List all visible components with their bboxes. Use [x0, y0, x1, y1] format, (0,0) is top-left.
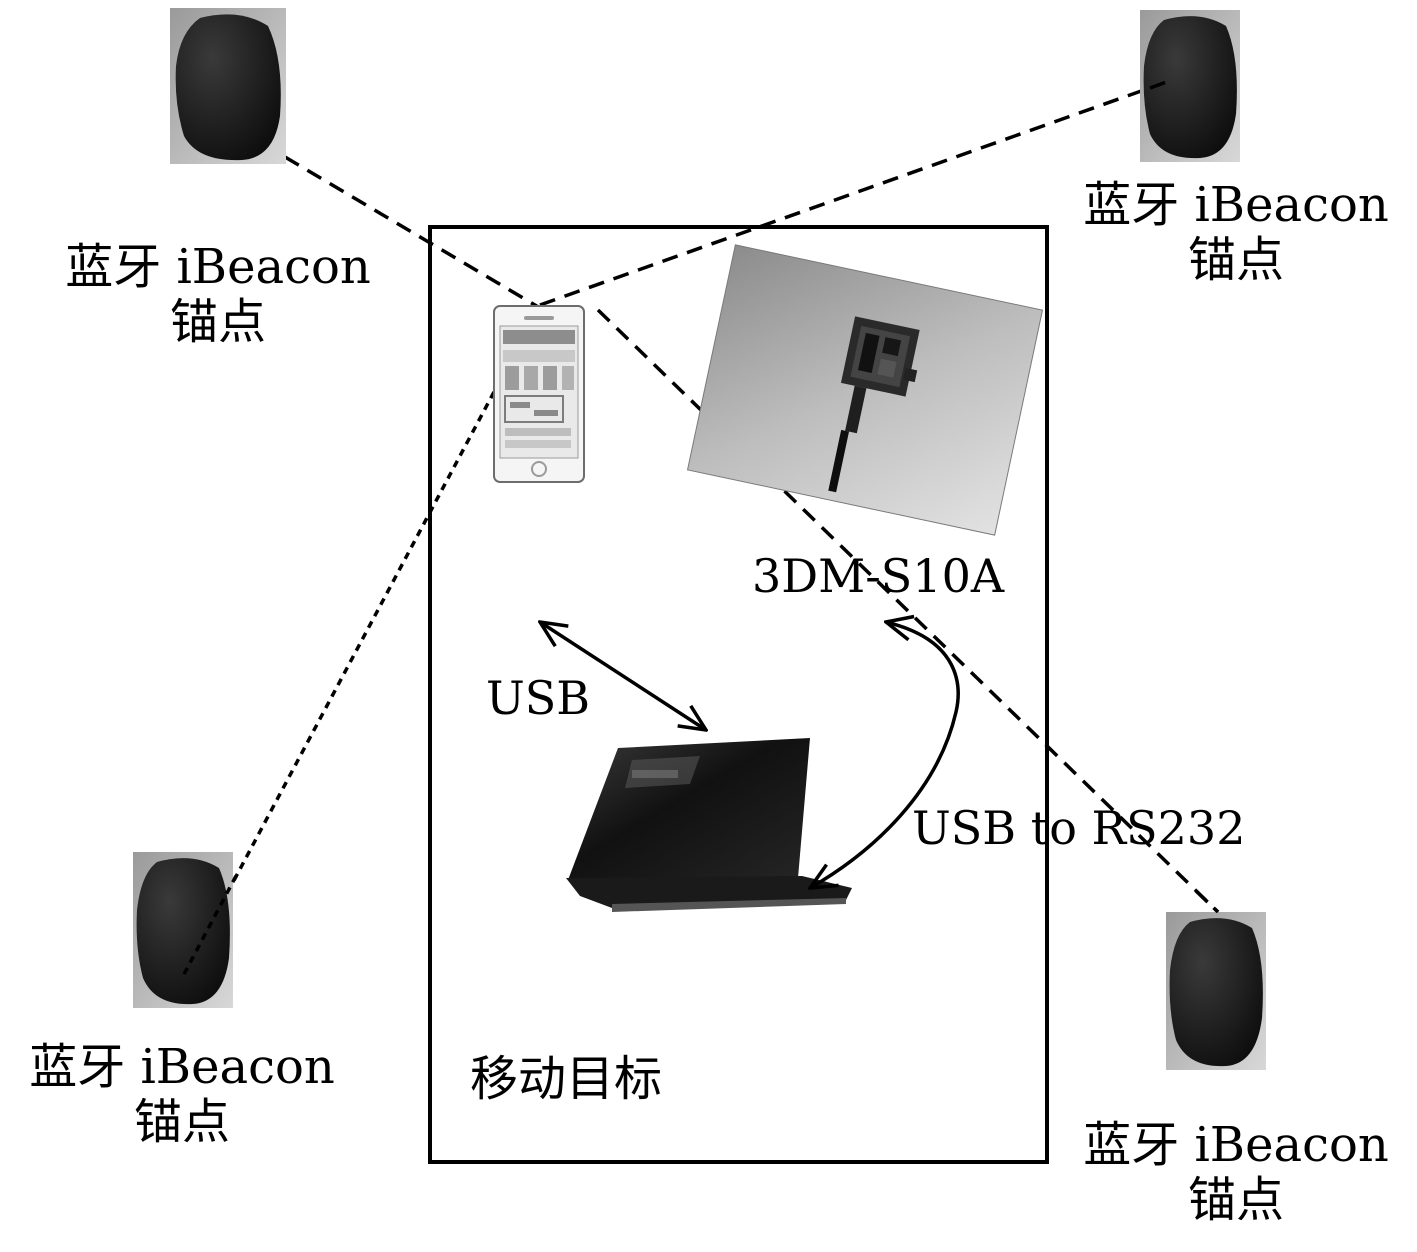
usb-link-label: USB — [486, 671, 591, 725]
anchor-label-line2: 锚点 — [169, 294, 266, 351]
ranging-line-top-right — [539, 78, 1173, 307]
ranging-line-top-right-overlay — [1149, 78, 1173, 90]
anchor-label-line1: 蓝牙 iBeacon — [65, 239, 371, 295]
sensor-label: 3DM-S10A — [752, 549, 1005, 603]
ranging-line-bottom-left-overlay — [180, 875, 238, 979]
beacon-anchor-icon — [133, 852, 233, 1008]
anchor-label-line1: 蓝牙 iBeacon — [29, 1039, 335, 1095]
smartphone-icon — [493, 305, 585, 483]
usb-arrow — [540, 622, 706, 730]
anchor-label-bottom-left: 蓝牙 iBeacon 锚点 — [12, 1039, 352, 1151]
imu-sensor-icon — [686, 244, 1044, 536]
ranging-line-bottom-right-overlay — [1194, 889, 1220, 914]
anchor-label-line1: 蓝牙 iBeacon — [1083, 177, 1389, 233]
ranging-line-top-left — [284, 155, 541, 310]
anchor-label-line2: 锚点 — [133, 1094, 230, 1151]
anchor-label-line1: 蓝牙 iBeacon — [1083, 1117, 1389, 1173]
moving-target-box — [428, 225, 1049, 1164]
laptop-icon — [566, 738, 852, 912]
rs232-link-label: USB to RS232 — [912, 801, 1246, 855]
ranging-line-bottom-left — [180, 391, 496, 979]
moving-target-label: 移动目标 — [470, 1051, 663, 1107]
anchor-label-line2: 锚点 — [1187, 232, 1284, 289]
beacon-anchor-icon — [1166, 912, 1266, 1070]
anchor-label-top-left: 蓝牙 iBeacon 锚点 — [48, 239, 388, 351]
beacon-anchor-icon — [170, 8, 286, 164]
anchor-label-line2: 锚点 — [1187, 1172, 1284, 1229]
usb-rs232-arrow — [810, 622, 960, 888]
anchor-label-bottom-right: 蓝牙 iBeacon 锚点 — [1066, 1117, 1406, 1229]
anchor-label-top-right: 蓝牙 iBeacon 锚点 — [1066, 177, 1406, 289]
